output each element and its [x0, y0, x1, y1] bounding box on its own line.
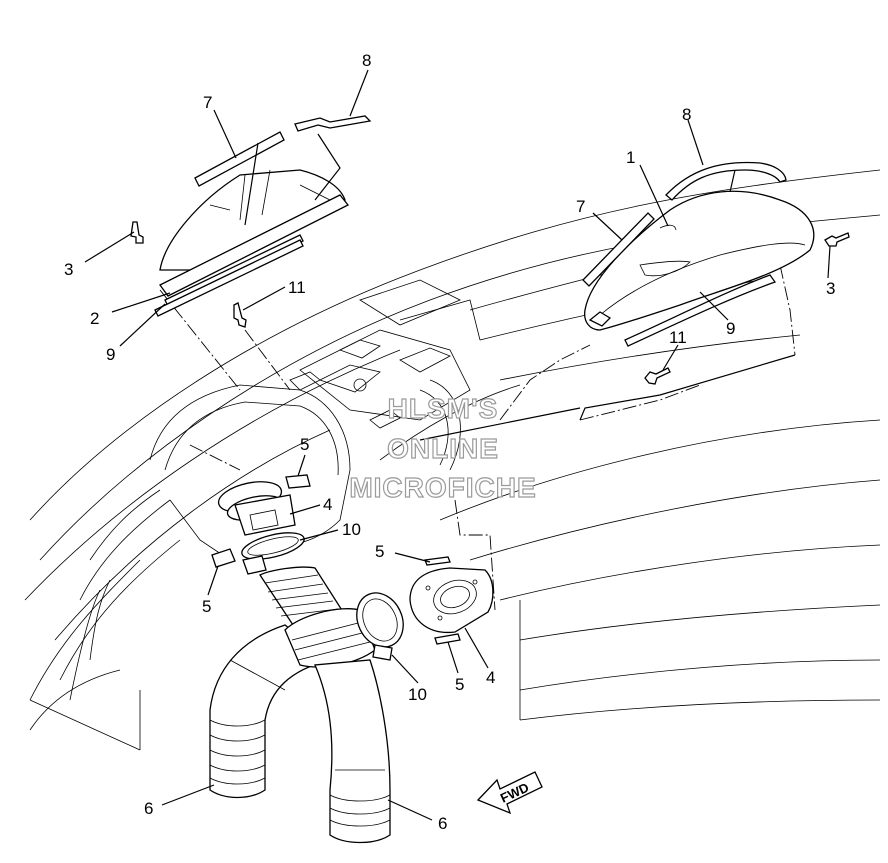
left-hood-cover	[159, 169, 350, 307]
pad-5-right-lower	[434, 633, 461, 645]
pad-5-upper	[285, 474, 311, 489]
callout-5-d: 5	[455, 675, 464, 694]
pad-5-right-upper	[424, 556, 451, 566]
callout-5-c: 5	[375, 542, 384, 561]
callout-5-a: 5	[300, 435, 309, 454]
left-rivet-11	[233, 302, 247, 328]
duct-elbow-left-6	[209, 624, 332, 799]
callout-1: 1	[626, 148, 635, 167]
hull-deck-outline	[24, 169, 881, 751]
duct-elbow-right-6	[314, 659, 391, 844]
fwd-arrow-icon: FWD	[476, 771, 543, 815]
callout-9-right: 9	[726, 319, 735, 338]
callout-6-right: 6	[438, 814, 447, 833]
callout-10-lower: 10	[408, 685, 427, 704]
right-hood-cover-1	[584, 190, 815, 331]
callout-11-right: 11	[669, 328, 687, 347]
dash-lines	[159, 264, 796, 611]
left-trim-strip-9	[154, 239, 304, 317]
clamp-10-lower	[356, 592, 404, 661]
left-trim-strip-8	[294, 115, 372, 132]
right-rivet-3	[824, 232, 850, 247]
fwd-label: FWD	[498, 780, 531, 806]
callout-7-left: 7	[203, 93, 212, 112]
callout-numbers: 1 2 3 3 4 4 5 5 5 5 6 6 7 7 8 8 9 9 10 1…	[64, 51, 835, 833]
pad-5-left	[211, 548, 236, 568]
right-trim-strip-8	[665, 161, 787, 201]
callout-8-right: 8	[682, 105, 691, 124]
watermark-line-1: HLSM'S	[388, 393, 499, 424]
callout-4-upper: 4	[323, 495, 332, 514]
right-rivet-11	[644, 367, 671, 385]
watermark-line-3: MICROFICHE	[349, 472, 536, 503]
callout-5-b: 5	[202, 597, 211, 616]
callout-2: 2	[90, 309, 99, 328]
callout-4-lower: 4	[486, 668, 495, 687]
callout-3-right: 3	[826, 279, 835, 298]
upper-duct-flange-4	[217, 481, 296, 536]
callout-6-left: 6	[144, 799, 153, 818]
callout-8-left: 8	[362, 51, 371, 70]
callout-7-right: 7	[576, 197, 585, 216]
left-rivet-3	[130, 221, 144, 244]
callout-10-upper: 10	[342, 520, 361, 539]
clamp-10-upper	[241, 532, 305, 575]
callout-9-left: 9	[106, 345, 115, 364]
left-trim-strip-7	[194, 131, 285, 187]
leader-lines	[84, 69, 831, 821]
lower-duct-flange-4	[409, 567, 494, 634]
callout-3-left: 3	[64, 260, 73, 279]
callout-11-left: 11	[288, 278, 306, 297]
watermark-line-2: ONLINE	[387, 433, 499, 464]
watermark: HLSM'S ONLINE MICROFICHE	[349, 392, 537, 503]
right-trim-strip-9	[624, 274, 777, 347]
right-trim-strip-7	[582, 212, 655, 287]
